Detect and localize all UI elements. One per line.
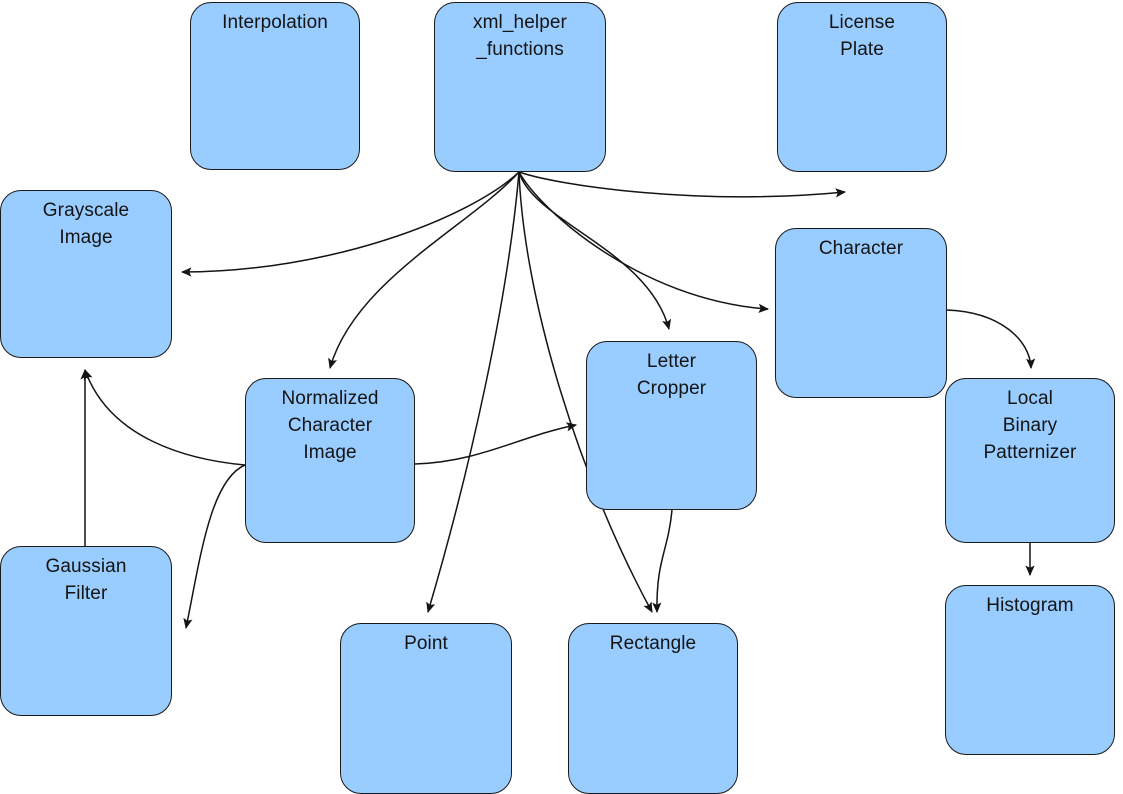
edge-normalized_char-to-grayscale_image bbox=[83, 369, 246, 466]
node-grayscale_image[interactable]: Grayscale Image bbox=[0, 190, 172, 358]
node-label-character: Character bbox=[818, 238, 904, 259]
node-label-rectangle: Rectangle bbox=[609, 633, 697, 654]
edge-xml_helper-to-letter_cropper bbox=[518, 171, 672, 331]
node-label-normalized_char: Normalized Character Image bbox=[281, 388, 379, 463]
edge-character-to-local_binary bbox=[946, 309, 1036, 370]
node-label-grayscale_image: Grayscale Image bbox=[42, 200, 130, 248]
node-rectangle[interactable]: Rectangle bbox=[568, 623, 738, 794]
node-gaussian_filter[interactable]: Gaussian Filter bbox=[0, 546, 172, 716]
edge-normalized_char-to-letter_cropper bbox=[414, 422, 578, 465]
node-label-gaussian_filter: Gaussian Filter bbox=[45, 556, 127, 604]
node-letter_cropper[interactable]: Letter Cropper bbox=[586, 341, 757, 510]
edge-normalized_char-to-gaussian_filter bbox=[183, 464, 246, 630]
edge-letter_cropper-to-rectangle bbox=[652, 509, 673, 614]
node-normalized_char[interactable]: Normalized Character Image bbox=[245, 378, 415, 543]
edge-xml_helper-to-normalized_char bbox=[328, 171, 520, 370]
node-label-histogram: Histogram bbox=[986, 595, 1074, 616]
node-character[interactable]: Character bbox=[775, 228, 947, 398]
node-label-xml_helper: xml_helper _functions bbox=[473, 12, 567, 60]
node-xml_helper[interactable]: xml_helper _functions bbox=[434, 2, 606, 172]
node-label-interpolation: Interpolation bbox=[222, 12, 328, 33]
node-label-local_binary: Local Binary Patternizer bbox=[983, 388, 1077, 463]
edge-xml_helper-to-grayscale_image bbox=[180, 171, 520, 277]
node-point[interactable]: Point bbox=[340, 623, 512, 794]
node-histogram[interactable]: Histogram bbox=[945, 585, 1115, 755]
edge-xml_helper-to-point bbox=[426, 171, 520, 614]
node-label-point: Point bbox=[404, 633, 448, 654]
edge-xml_helper-to-license_plate bbox=[518, 171, 847, 198]
node-label-letter_cropper: Letter Cropper bbox=[636, 351, 707, 399]
edge-xml_helper-to-character bbox=[518, 171, 770, 313]
node-license_plate[interactable]: License Plate bbox=[777, 2, 947, 172]
node-label-license_plate: License Plate bbox=[828, 12, 896, 60]
node-local_binary[interactable]: Local Binary Patternizer bbox=[945, 378, 1115, 543]
node-interpolation[interactable]: Interpolation bbox=[190, 2, 360, 170]
